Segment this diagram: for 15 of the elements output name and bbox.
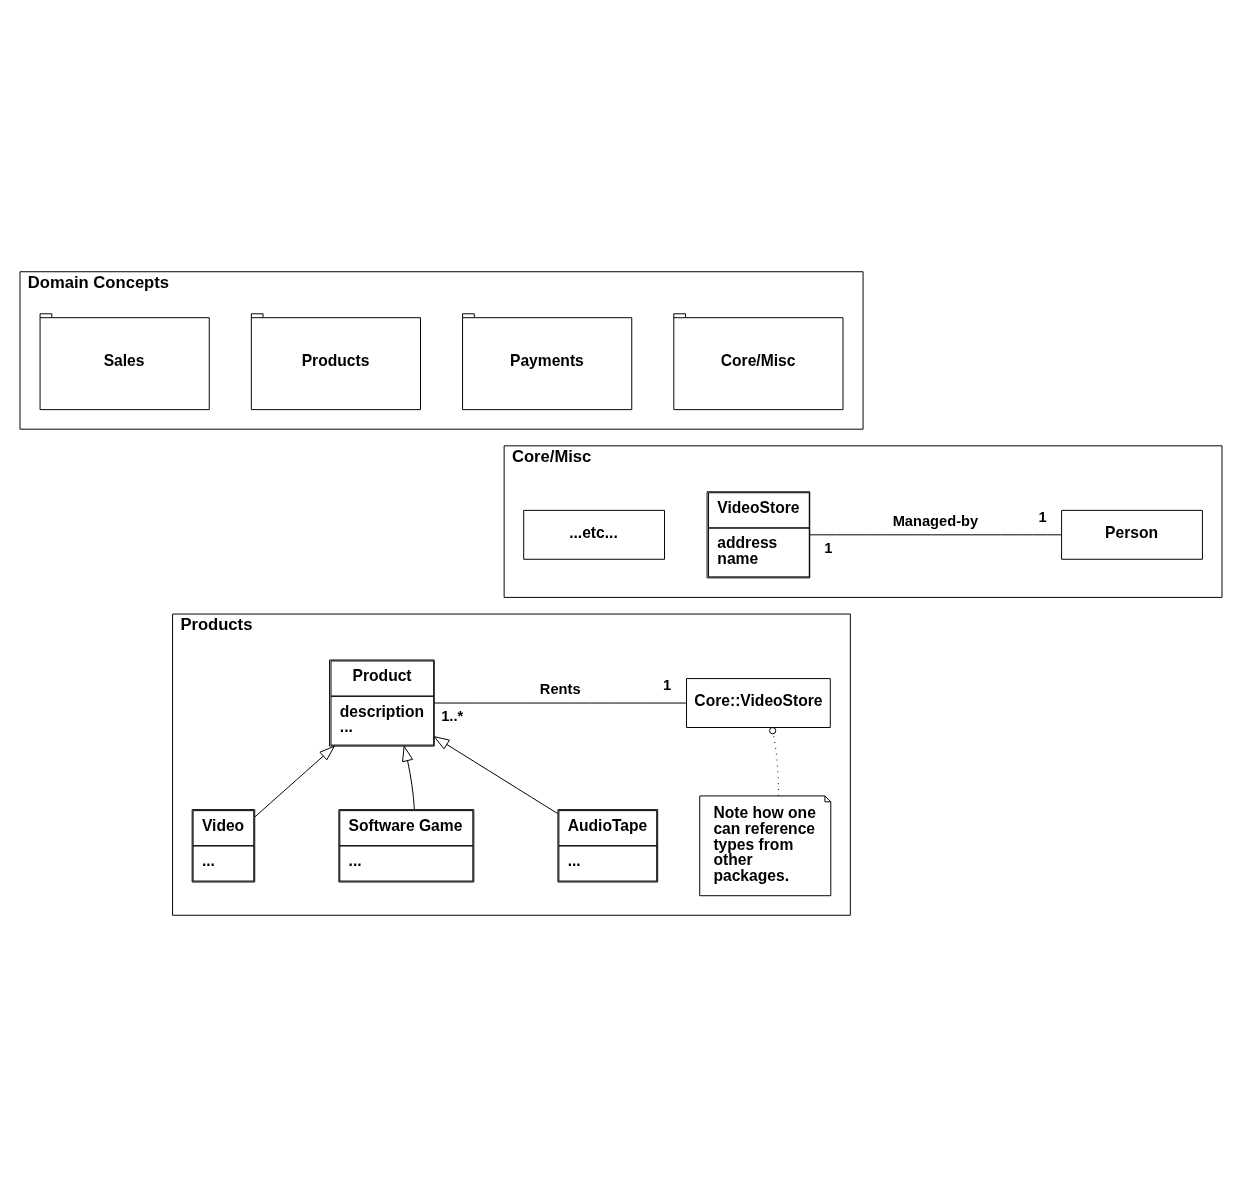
connector bbox=[433, 702, 687, 704]
connector bbox=[809, 533, 1063, 535]
node-box: Core::VideoStore bbox=[686, 677, 831, 728]
edge-label: Managed-by bbox=[892, 512, 979, 529]
arrow bbox=[402, 745, 415, 810]
node-box: Person bbox=[1061, 509, 1203, 560]
edge-label: Rents bbox=[539, 680, 581, 697]
connector bbox=[769, 726, 779, 796]
node-box: ...etc... bbox=[523, 509, 665, 560]
arrow bbox=[433, 735, 559, 814]
arrow bbox=[254, 745, 335, 817]
label: 1 bbox=[663, 676, 672, 693]
label: 1 bbox=[824, 539, 833, 556]
label: 1..* bbox=[441, 707, 464, 724]
label: 1 bbox=[1038, 508, 1047, 525]
